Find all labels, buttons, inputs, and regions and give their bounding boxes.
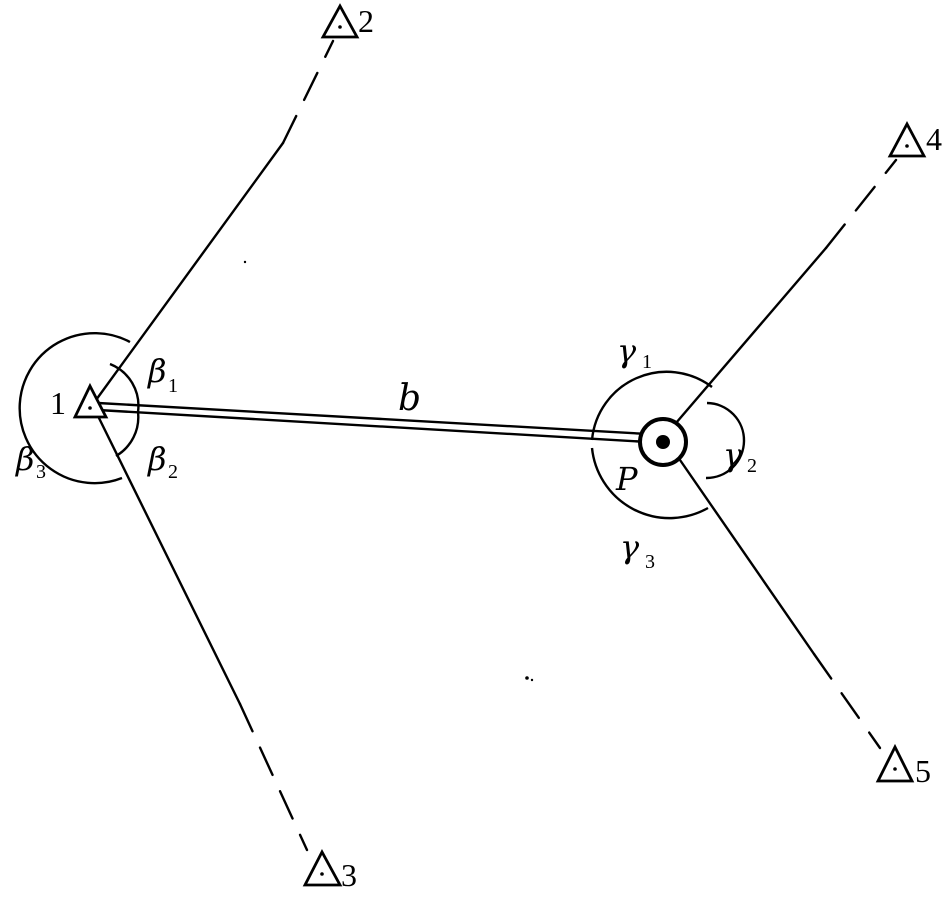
svg-text:3: 3	[36, 461, 46, 483]
beta2-label: β 2	[147, 440, 178, 483]
arc-gamma1	[590, 370, 713, 441]
station-5-marker	[875, 743, 915, 783]
gamma1-label: γ 1	[617, 332, 652, 373]
station-4-label: 4	[926, 121, 942, 157]
ray-1-to-2	[94, 39, 335, 402]
svg-text:γ: γ	[723, 436, 743, 474]
angle-arcs-station-1	[18, 331, 140, 485]
station-p-marker	[638, 417, 688, 467]
station-3-label: 3	[341, 857, 357, 893]
stray-dot	[530, 678, 534, 682]
station-1-marker	[72, 382, 109, 419]
beta1-label: β 1	[147, 352, 178, 397]
stray-dot	[243, 260, 247, 264]
svg-text:2: 2	[747, 455, 757, 477]
svg-text:3: 3	[645, 551, 655, 573]
ray-1-to-3	[94, 410, 309, 852]
stray-dot	[525, 676, 529, 680]
arc-beta2	[115, 411, 140, 458]
station-1-label: 1	[50, 385, 66, 421]
svg-text:β: β	[147, 352, 167, 390]
arc-beta3	[18, 331, 131, 485]
angle-arcs-station-p	[590, 370, 746, 520]
svg-text:β: β	[147, 440, 167, 478]
svg-text:2: 2	[168, 461, 178, 483]
baseline-label: b	[398, 378, 421, 419]
gamma2-label: γ 2	[723, 436, 757, 477]
svg-text:β: β	[15, 440, 35, 478]
ray-p-to-4	[668, 158, 898, 432]
station-5-label: 5	[915, 753, 931, 789]
svg-text:1: 1	[168, 375, 178, 397]
station-4-marker	[887, 121, 927, 158]
station-2-label: 2	[358, 3, 374, 39]
arc-gamma3	[590, 447, 709, 520]
station-3-marker	[302, 849, 343, 887]
gamma3-label: γ 3	[620, 528, 655, 573]
station-p-label: P	[615, 460, 638, 498]
ray-p-to-5	[678, 458, 882, 750]
station-2-marker	[320, 3, 360, 39]
svg-text:γ: γ	[620, 528, 640, 566]
arc-gamma2	[705, 401, 746, 480]
arc-beta1	[109, 362, 140, 413]
svg-text:γ: γ	[617, 332, 637, 370]
beta3-label: β 3	[15, 440, 46, 483]
svg-text:1: 1	[642, 351, 652, 373]
baseline-1-p	[96, 401, 650, 444]
